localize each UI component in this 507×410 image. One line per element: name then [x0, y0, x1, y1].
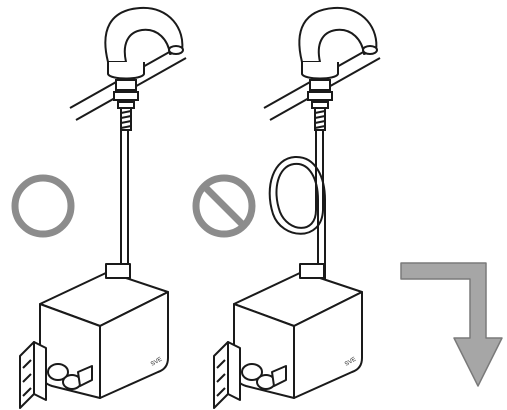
arrow-down-right-icon [400, 262, 503, 387]
faucet [104, 6, 184, 80]
prohibited-mark-icon [192, 174, 256, 238]
wall-bracket [19, 341, 93, 409]
figure-incorrect: SVE [192, 6, 381, 409]
box-label: SVE [344, 357, 357, 368]
ok-mark-icon [11, 174, 75, 238]
faucet [298, 6, 378, 80]
figure-correct: SVE [11, 6, 187, 409]
mounting-stud [307, 79, 333, 131]
hose-straight [120, 130, 129, 286]
hose-looped [268, 130, 326, 286]
mounting-stud [113, 79, 139, 131]
wall-bracket [213, 341, 287, 409]
box-label: SVE [150, 357, 163, 368]
